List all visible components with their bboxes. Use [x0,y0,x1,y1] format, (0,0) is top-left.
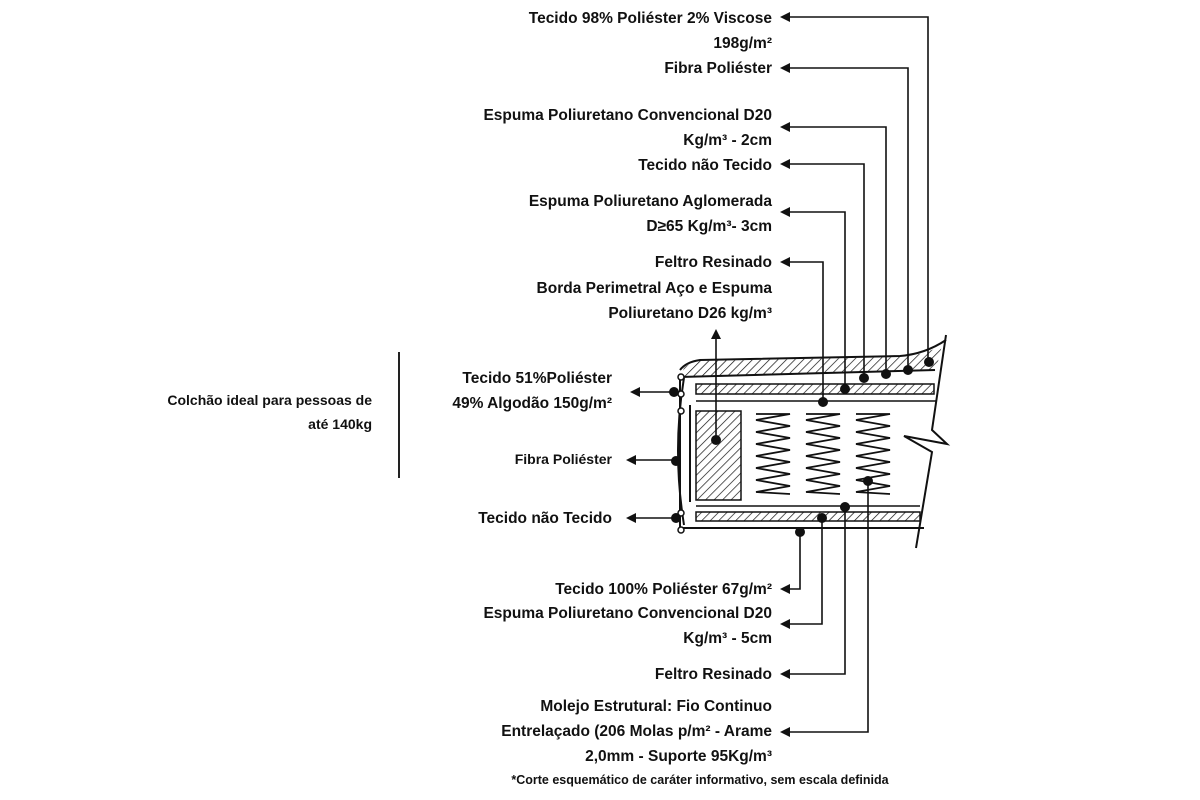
label-tecido-98: Tecido 98% Poliéster 2% Viscose 198g/m² [529,6,772,56]
label-line: Kg/m³ - 2cm [683,132,772,149]
label-line: Espuma Poliuretano Convencional D20 [483,605,772,622]
label-espuma-aglomerada: Espuma Poliuretano Aglomerada D≥65 Kg/m³… [529,189,772,239]
label-line: Feltro Resinado [654,666,772,683]
label-espuma-d20-top: Espuma Poliuretano Convencional D20 Kg/m… [483,103,772,153]
label-line: Tecido 98% Poliéster 2% Viscose [528,10,772,27]
label-line: Borda Perimetral Aço e Espuma [536,280,772,297]
label-line: Tecido 100% Poliéster 67g/m² [555,581,772,598]
description-line-1: Colchão ideal para pessoas de [167,392,372,408]
label-line: D≥65 Kg/m³- 3cm [646,218,772,235]
label-line: Tecido 51%Poliéster [462,370,612,387]
label-line: Kg/m³ - 5cm [683,630,772,647]
label-line: Fibra Poliéster [514,451,612,467]
label-line: Entrelaçado (206 Molas p/m² - Arame [501,723,772,740]
label-line: Espuma Poliuretano Convencional D20 [483,107,772,124]
label-line: Tecido não Tecido [638,157,772,174]
label-tecido-nao-tecido-left: Tecido não Tecido [478,506,612,531]
label-feltro-resinado-top: Feltro Resinado [655,250,772,275]
description-text: Colchão ideal para pessoas de até 140kg [120,388,372,436]
springs [755,413,891,495]
label-line: Molejo Estrutural: Fio Continuo [540,698,772,715]
label-feltro-resinado-bottom: Feltro Resinado [655,662,772,687]
label-line: 2,0mm - Suporte 95Kg/m³ [585,748,772,765]
label-tecido-nao-tecido-top: Tecido não Tecido [638,153,772,178]
description-line-2: até 140kg [308,416,372,432]
leader-lines [626,12,929,737]
label-line: Espuma Poliuretano Aglomerada [528,193,772,210]
label-fibra-poliester-left: Fibra Poliéster [515,447,612,472]
footnote: *Corte esquemático de caráter informativ… [511,773,889,787]
label-borda-perimetral: Borda Perimetral Aço e Espuma Poliuretan… [537,276,772,326]
leader-dots [669,357,934,537]
label-line: 198g/m² [713,35,772,52]
label-line: Tecido não Tecido [478,510,612,527]
label-fibra-poliester-top: Fibra Poliéster [664,56,772,81]
label-line: 49% Algodão 150g/m² [452,395,612,412]
cover-hatch [680,345,942,377]
label-line: Feltro Resinado [654,254,772,271]
description-divider [398,352,400,478]
label-line: Fibra Poliéster [664,60,772,77]
label-line: Poliuretano D26 kg/m³ [608,305,772,322]
label-espuma-d20-bottom: Espuma Poliuretano Convencional D20 Kg/m… [483,601,772,651]
label-molejo: Molejo Estrutural: Fio Continuo Entrelaç… [501,694,772,769]
corner-points [677,373,685,534]
label-tecido-51: Tecido 51%Poliéster 49% Algodão 150g/m² [452,366,612,416]
label-tecido-100: Tecido 100% Poliéster 67g/m² [555,577,772,602]
